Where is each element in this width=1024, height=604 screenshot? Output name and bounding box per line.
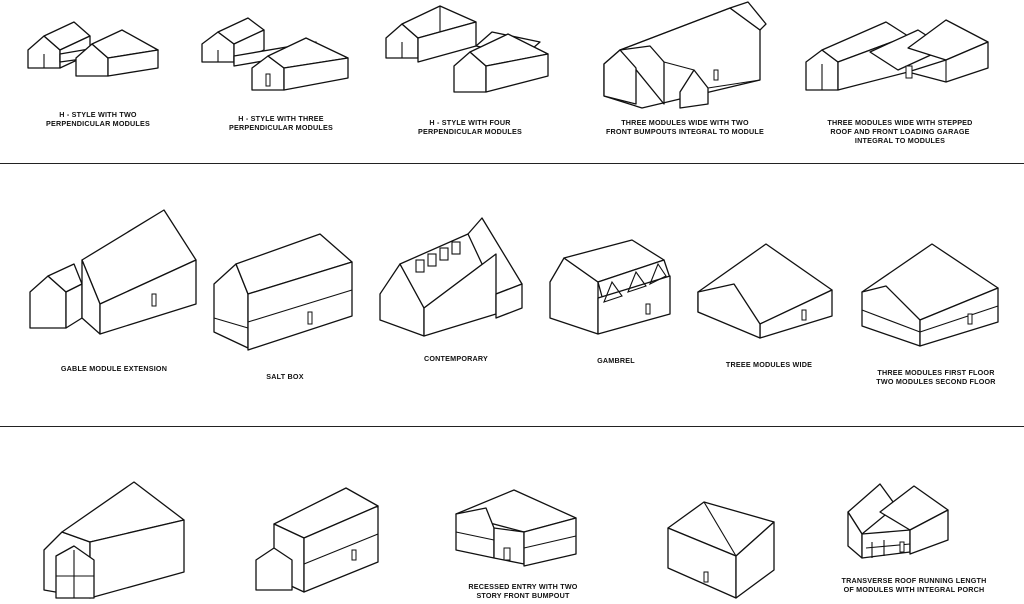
style-cell-gambrel: GAMBREL	[546, 238, 686, 378]
h-style-three-house-icon	[201, 17, 349, 91]
two-story-bumpout-house-icon	[43, 481, 185, 599]
caption: THREE MODULES FIRST FLOOR TWO MODULES SE…	[876, 368, 996, 386]
caption: CONTEMPORARY	[423, 354, 489, 363]
caption: H - STYLE WITH THREE PERPENDICULAR MODUL…	[228, 114, 334, 132]
recessed-entry-house-icon	[455, 489, 577, 567]
contemporary-house-icon	[379, 217, 523, 337]
caption: H - STYLE WITH FOUR PERPENDICULAR MODULE…	[417, 118, 523, 136]
stepped-roof-garage-house-icon	[805, 19, 989, 91]
row-2: GABLE MODULE EXTENSION SALT BOX	[0, 166, 1024, 422]
style-cell-salt-box: SALT BOX	[210, 232, 360, 392]
row-1: H - STYLE WITH TWO PERPENDICULAR MODULES…	[0, 0, 1024, 160]
h-style-two-house-icon	[27, 21, 159, 77]
caption: GABLE MODULE EXTENSION	[60, 364, 168, 373]
style-cell-h-two: H - STYLE WITH TWO PERPENDICULAR MODULES	[18, 14, 178, 144]
style-cell-h-four: H - STYLE WITH FOUR PERPENDICULAR MODULE…	[380, 2, 560, 142]
salt-box-house-icon	[213, 233, 353, 351]
gable-extension-house-icon	[29, 209, 197, 335]
caption: TRANSVERSE ROOF RUNNING LENGTH OF MODULE…	[841, 576, 987, 594]
caption: THREE MODULES WIDE WITH STEPPED ROOF AND…	[827, 118, 973, 145]
style-cell-two-story-bumpout	[38, 480, 198, 600]
divider-2	[0, 426, 1024, 428]
hip-roof-house-icon	[667, 501, 775, 599]
style-cell-side-gable	[252, 486, 382, 600]
three-wide-bumpouts-house-icon	[603, 1, 767, 109]
caption: RECESSED ENTRY WITH TWO STORY FRONT BUMP…	[468, 582, 578, 600]
caption: TREEE MODULES WIDE	[725, 360, 813, 369]
style-cell-recessed-entry: RECESSED ENTRY WITH TWO STORY FRONT BUMP…	[448, 484, 598, 604]
style-cell-three-wide-bumpouts: THREE MODULES WIDE WITH TWO FRONT BUMPOU…	[590, 0, 780, 150]
style-cell-gable-extension: GABLE MODULE EXTENSION	[24, 206, 204, 386]
style-cell-hip-roof	[664, 498, 784, 599]
side-gable-house-icon	[255, 487, 379, 593]
three-modules-wide-house-icon	[697, 243, 833, 339]
row-3: RECESSED ENTRY WITH TWO STORY FRONT BUMP…	[0, 430, 1024, 600]
transverse-roof-porch-house-icon	[847, 483, 949, 559]
style-cell-stepped-roof-garage: THREE MODULES WIDE WITH STEPPED ROOF AND…	[800, 6, 1000, 156]
style-cell-contemporary: CONTEMPORARY	[376, 214, 536, 374]
caption: GAMBREL	[597, 356, 635, 365]
caption: THREE MODULES WIDE WITH TWO FRONT BUMPOU…	[605, 118, 765, 136]
caption: H - STYLE WITH TWO PERPENDICULAR MODULES	[45, 110, 151, 128]
style-cell-h-three: H - STYLE WITH THREE PERPENDICULAR MODUL…	[196, 12, 366, 142]
style-cell-three-first-two-second: THREE MODULES FIRST FLOOR TWO MODULES SE…	[856, 240, 1016, 400]
gambrel-house-icon	[549, 239, 671, 335]
three-first-two-second-house-icon	[861, 243, 999, 347]
style-cell-three-modules-wide: TREEE MODULES WIDE	[694, 240, 844, 380]
style-cell-transverse-roof: TRANSVERSE ROOF RUNNING LENGTH OF MODULE…	[824, 482, 1004, 600]
divider-1	[0, 163, 1024, 165]
caption: SALT BOX	[266, 372, 304, 381]
h-style-four-house-icon	[385, 5, 549, 93]
